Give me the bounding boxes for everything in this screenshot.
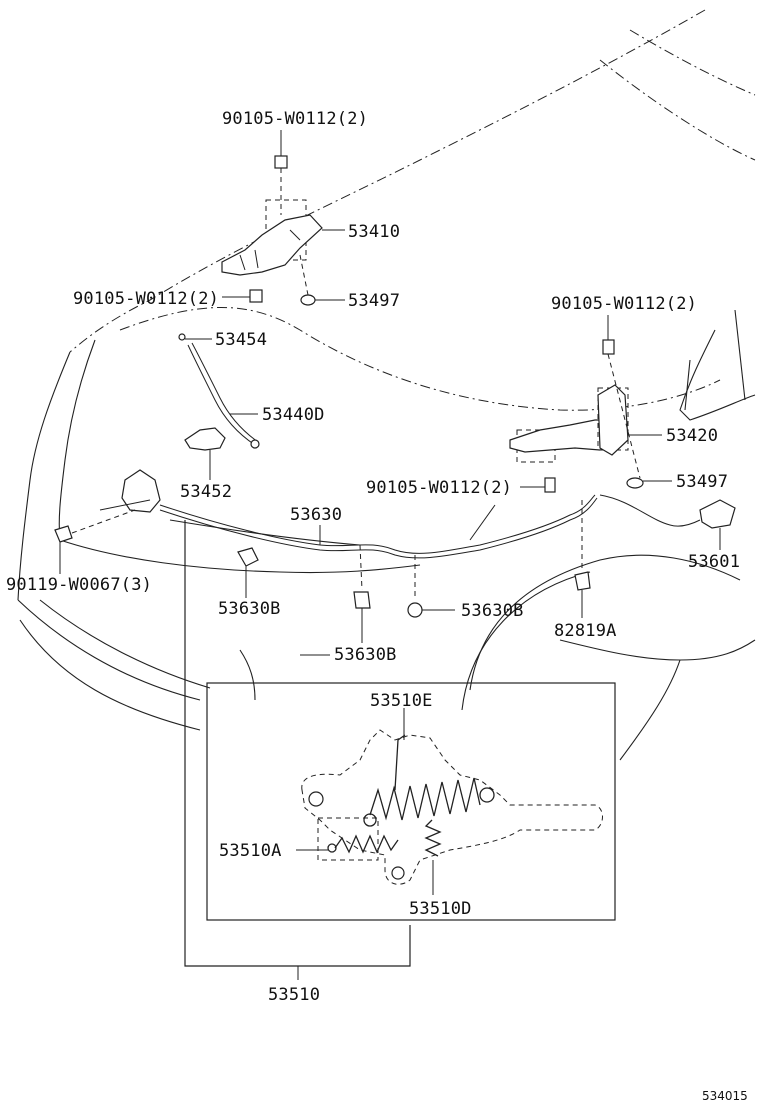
- label-clamp-c: 53630B: [334, 645, 397, 665]
- label-bolt-right-mid: 90105-W0112(2): [366, 478, 512, 498]
- label-clamp-a: 53630B: [218, 599, 281, 619]
- label-cushion-left: 53497: [348, 291, 400, 311]
- part-labels: 90105-W0112(2) 53410 90105-W0112(2) 5349…: [6, 109, 748, 1103]
- label-support-rod: 53440D: [262, 405, 325, 425]
- label-hinge-left: 53410: [348, 222, 400, 242]
- label-cable: 53630: [290, 505, 342, 525]
- label-clip: 82819A: [554, 621, 617, 641]
- label-clamp-b: 53630B: [461, 601, 524, 621]
- support-rod: [178, 333, 260, 451]
- label-rod-end: 53454: [215, 330, 267, 350]
- latch-and-cable: [54, 469, 736, 618]
- label-spring-d: 53510D: [409, 899, 472, 919]
- vehicle-body-outline: [17, 9, 756, 761]
- label-spring-a: 53510A: [219, 841, 282, 861]
- label-bolt-top: 90105-W0112(2): [222, 109, 368, 129]
- label-screw: 90119-W0067(3): [6, 575, 152, 595]
- label-lever: 53601: [688, 552, 740, 572]
- label-rod-holder: 53452: [180, 482, 232, 502]
- label-diagram-code: 534015: [702, 1089, 748, 1103]
- label-bolt-left: 90105-W0112(2): [73, 289, 219, 309]
- leader-lines: [59, 130, 721, 643]
- label-bolt-right-top: 90105-W0112(2): [551, 294, 697, 314]
- label-hinge-right: 53420: [666, 426, 718, 446]
- lock-assembly-frame: [184, 520, 616, 980]
- right-hinge: [509, 339, 644, 493]
- label-lock-assy: 53510: [268, 985, 320, 1005]
- label-cushion-right: 53497: [676, 472, 728, 492]
- label-spring-e: 53510E: [370, 691, 433, 711]
- left-hinge: [221, 155, 323, 306]
